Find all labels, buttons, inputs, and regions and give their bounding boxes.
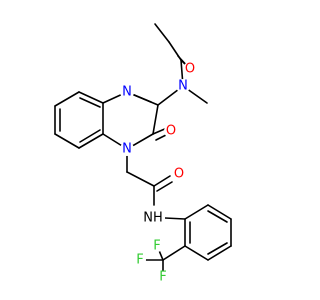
oxygen-atom-amide-2: O bbox=[172, 167, 186, 182]
fluorine-atom-1: F bbox=[151, 239, 163, 254]
molecule-diagram: O N N O N O NH F bbox=[54, 23, 232, 285]
atom-label-o: O bbox=[166, 124, 176, 139]
bond bbox=[54, 91, 80, 107]
bond bbox=[207, 210, 228, 223]
atom-label-nh: NH bbox=[143, 211, 163, 226]
atom-label-o: O bbox=[185, 62, 195, 77]
atom-label-n: N bbox=[178, 79, 188, 94]
atom-label-n: N bbox=[122, 142, 132, 157]
atom-label-layer: O N N O N O NH F bbox=[120, 62, 197, 285]
bond bbox=[78, 91, 104, 104]
bond bbox=[78, 133, 104, 149]
atom-label-o: O bbox=[174, 167, 184, 182]
amine-nh-atom: NH bbox=[141, 210, 165, 226]
bond bbox=[126, 171, 155, 187]
fluorine-atom-2: F bbox=[134, 253, 146, 268]
bond bbox=[162, 245, 186, 261]
bond bbox=[154, 23, 170, 43]
bond-layer bbox=[54, 23, 232, 276]
bond bbox=[207, 242, 228, 255]
atom-label-f: F bbox=[159, 270, 166, 285]
atom-label-n: N bbox=[122, 85, 132, 100]
oxygen-atom-ring: O bbox=[164, 124, 178, 139]
bond bbox=[207, 245, 232, 261]
nitrogen-atom-ring-top: N bbox=[120, 85, 134, 100]
fluorine-atom-3: F bbox=[157, 270, 169, 285]
bond bbox=[164, 217, 186, 220]
bond bbox=[153, 175, 171, 187]
bond bbox=[152, 104, 159, 135]
oxygen-atom-amide-1: O bbox=[183, 62, 197, 77]
nitrogen-atom-methyl: N bbox=[176, 79, 190, 94]
bond bbox=[207, 204, 232, 220]
bond bbox=[184, 204, 209, 220]
bond bbox=[79, 97, 101, 108]
bond bbox=[79, 129, 101, 143]
atom-label-f: F bbox=[153, 239, 160, 254]
bond bbox=[156, 181, 173, 192]
bond bbox=[54, 133, 80, 149]
bond bbox=[184, 245, 209, 261]
nitrogen-atom-ring-bottom: N bbox=[120, 142, 134, 157]
atom-label-f: F bbox=[136, 253, 143, 268]
